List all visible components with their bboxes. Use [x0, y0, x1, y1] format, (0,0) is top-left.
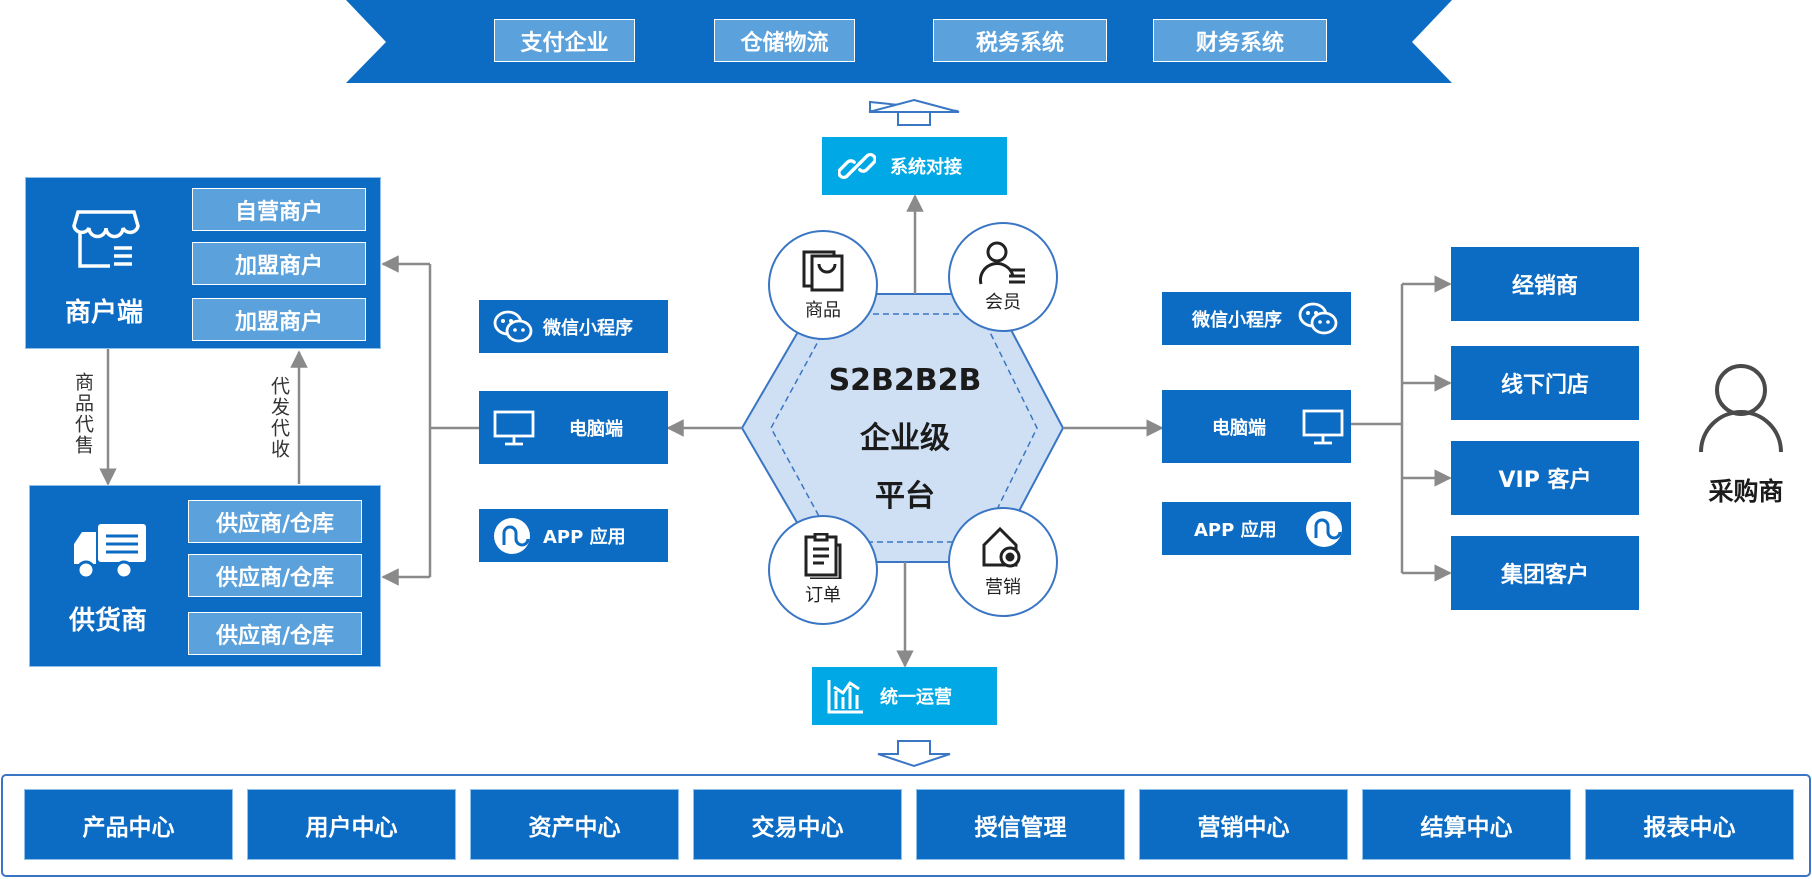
platform-line1: S2B2B2B — [828, 363, 982, 398]
platform-title: S2B2B2B 企业级 平台 — [800, 352, 1010, 526]
node-order: 订单 — [768, 515, 878, 625]
module-user-center: 用户中心 — [247, 789, 456, 860]
marketing-icon — [982, 526, 1021, 568]
customer-offline-store: 线下门店 — [1451, 346, 1639, 420]
right-channel-pc-label: 电脑端 — [1212, 417, 1266, 439]
module-settlement-center: 结算中心 — [1362, 789, 1571, 860]
bar-chart-icon — [827, 680, 863, 714]
left-channel-wechat-label: 微信小程序 — [543, 317, 633, 339]
supplier-title: 供货商 — [68, 606, 147, 636]
order-icon — [804, 533, 842, 579]
node-member: 会员 — [948, 222, 1058, 332]
external-system-pay: 支付企业 — [494, 19, 635, 62]
app-icon — [1305, 510, 1342, 547]
node-goods: 商品 — [768, 230, 878, 340]
merchant-item-3: 加盟商户 — [192, 298, 366, 341]
monitor-icon — [1302, 409, 1344, 444]
platform-line2: 企业级 — [860, 421, 950, 456]
supplier-item-1: 供应商/仓库 — [188, 500, 362, 543]
right-channel-app-label: APP 应用 — [1194, 519, 1277, 541]
right-channel-wechat: 微信小程序 — [1162, 292, 1351, 345]
flow-label-dropship: 代发代收 — [268, 376, 290, 460]
left-channel-app: APP 应用 — [479, 509, 668, 562]
person-icon — [1699, 364, 1783, 453]
module-credit-management: 授信管理 — [916, 789, 1125, 860]
module-marketing-center: 营销中心 — [1139, 789, 1348, 860]
customer-group: 集团客户 — [1451, 536, 1639, 610]
external-system-tax: 税务系统 — [933, 19, 1107, 62]
unified-ops-label: 统一运营 — [880, 687, 952, 708]
delivery-truck-icon — [74, 524, 146, 580]
node-marketing-label: 营销 — [985, 577, 1021, 598]
supplier-item-3: 供应商/仓库 — [188, 612, 362, 655]
module-trade-center: 交易中心 — [693, 789, 902, 860]
supplier-item-2: 供应商/仓库 — [188, 554, 362, 597]
left-channel-pc: 电脑端 — [479, 391, 668, 464]
storefront-icon — [72, 210, 140, 268]
external-system-finance: 财务系统 — [1153, 19, 1327, 62]
buyer-label: 采购商 — [1708, 477, 1784, 506]
left-channel-app-label: APP 应用 — [543, 526, 626, 548]
customer-vip: VIP 客户 — [1451, 441, 1639, 515]
unified-ops-box: 统一运营 — [812, 667, 997, 725]
external-system-logistics: 仓储物流 — [714, 19, 855, 62]
node-goods-label: 商品 — [805, 300, 841, 321]
merchant-item-1: 自营商户 — [192, 188, 366, 231]
left-channel-wechat: 微信小程序 — [479, 300, 668, 353]
merchant-item-2: 加盟商户 — [192, 242, 366, 285]
system-link-label: 系统对接 — [890, 157, 962, 178]
node-member-label: 会员 — [985, 292, 1021, 313]
wechat-icon — [1298, 302, 1338, 334]
member-icon — [979, 241, 1025, 285]
right-channel-pc: 电脑端 — [1162, 390, 1351, 463]
module-asset-center: 资产中心 — [470, 789, 679, 860]
node-order-label: 订单 — [805, 585, 841, 606]
monitor-icon — [493, 410, 535, 445]
link-icon — [838, 152, 876, 180]
customer-distributor: 经销商 — [1451, 247, 1639, 321]
wechat-icon — [493, 310, 533, 342]
hollow-down-arrow — [877, 740, 951, 768]
platform-line3: 平台 — [875, 479, 935, 514]
app-icon — [494, 517, 530, 554]
left-channel-pc-label: 电脑端 — [569, 418, 623, 440]
merchant-panel: 商户端 自营商户 加盟商户 加盟商户 — [25, 177, 381, 349]
right-channel-wechat-label: 微信小程序 — [1192, 309, 1282, 331]
shopping-bag-icon — [802, 250, 844, 292]
system-link-box: 系统对接 — [822, 137, 1007, 195]
flow-label-consign: 商品代售 — [72, 372, 94, 456]
merchant-title: 商户端 — [64, 298, 143, 328]
node-marketing: 营销 — [948, 507, 1058, 617]
module-product-center: 产品中心 — [24, 789, 233, 860]
right-channel-app: APP 应用 — [1162, 502, 1351, 555]
supplier-panel: 供货商 供应商/仓库 供应商/仓库 供应商/仓库 — [29, 485, 381, 667]
module-report-center: 报表中心 — [1585, 789, 1794, 860]
